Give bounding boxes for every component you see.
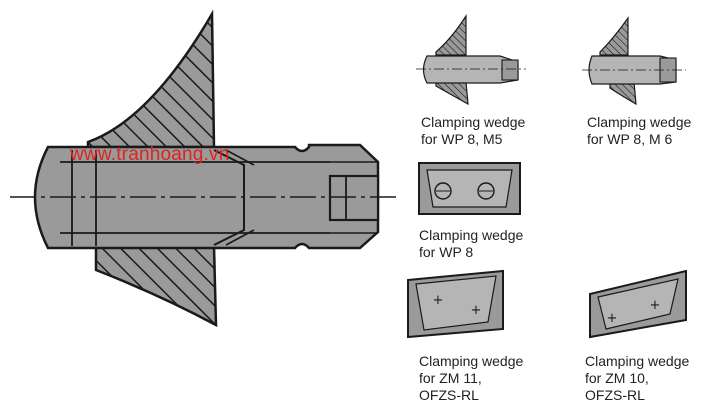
thumb-wedge-zm11: + + — [407, 269, 504, 339]
thumb-wedge-zm10: + + — [589, 269, 687, 339]
caption-wedge-m6: Clamping wedge for WP 8, M 6 — [587, 114, 692, 147]
watermark-text: www.tranhoang.vn — [70, 144, 230, 165]
svg-text:+: + — [471, 303, 482, 318]
bolt-shaft — [33, 143, 380, 250]
thumb-wedge-wp8 — [418, 162, 521, 215]
svg-text:+: + — [433, 293, 444, 308]
lower-body-section — [94, 244, 218, 328]
thumb-wedge-m6 — [582, 16, 686, 106]
svg-text:+: + — [607, 311, 618, 326]
caption-wedge-zm10: Clamping wedge for ZM 10, OFZS-RL — [585, 353, 690, 403]
svg-text:+: + — [650, 298, 661, 313]
screw-head-icon — [328, 174, 380, 222]
upper-body-section — [86, 9, 216, 149]
caption-wedge-wp8: Clamping wedge for WP 8 — [419, 227, 524, 260]
main-section-view — [10, 9, 398, 328]
thumb-wedge-m5 — [416, 13, 526, 106]
caption-wedge-zm11: Clamping wedge for ZM 11, OFZS-RL — [419, 353, 524, 403]
caption-wedge-m5: Clamping wedge for WP 8, M5 — [421, 114, 526, 147]
